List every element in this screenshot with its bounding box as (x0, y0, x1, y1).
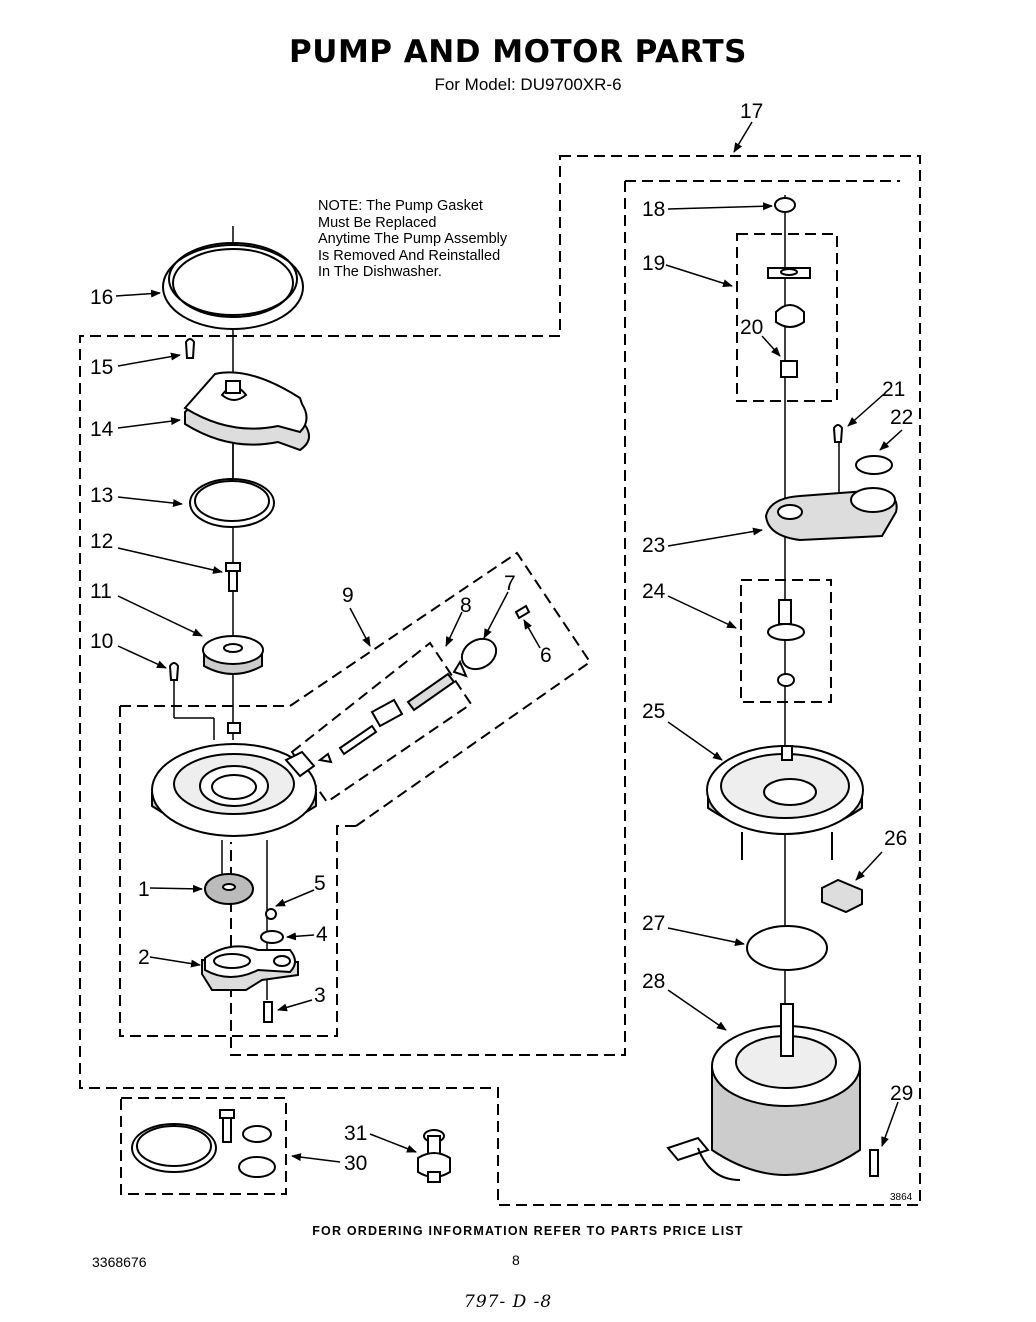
screw-3 (263, 1001, 273, 1023)
callout-24: 24 (642, 580, 666, 603)
note-line: Is Removed And Reinstalled (318, 247, 501, 264)
callout-21: 21 (882, 378, 905, 401)
note-line: Must Be Replaced (318, 214, 437, 231)
washer-18 (774, 197, 796, 213)
screw-21 (832, 424, 844, 443)
callout-23: 23 (642, 534, 665, 557)
ball-5 (265, 908, 277, 920)
shaft-seal-24 (767, 599, 805, 687)
callout-3: 3 (314, 984, 326, 1007)
screw-6 (514, 604, 531, 620)
mounting-plate-23 (764, 487, 898, 542)
note-line: In The Dishwasher. (318, 264, 442, 280)
o-ring-13 (189, 478, 275, 528)
callout-11: 11 (90, 580, 112, 603)
callout-16: 16 (90, 286, 113, 309)
group-19-outline (736, 233, 838, 402)
group-24-outline (740, 579, 832, 703)
motor-base-25 (706, 745, 864, 860)
callout-9: 9 (342, 584, 354, 607)
motor-28 (666, 1003, 861, 1181)
bushing-20 (780, 360, 798, 378)
callout-26: 26 (884, 827, 907, 850)
callout-17: 17 (740, 100, 763, 123)
note-line: NOTE: The Pump Gasket (318, 198, 483, 214)
knob-31 (417, 1129, 451, 1183)
diaphragm-7 (452, 637, 498, 678)
group-9-outline (289, 551, 592, 827)
callout-4: 4 (316, 923, 328, 946)
callout-7: 7 (504, 572, 516, 595)
o-ring-4 (260, 930, 284, 944)
note-line: Anytime The Pump Assembly (318, 231, 508, 247)
callout-19: 19 (642, 252, 665, 275)
pump-gasket-note: NOTE: The Pump Gasket Must Be Replaced A… (318, 198, 558, 281)
filter-screen-1 (204, 873, 254, 905)
pump-assembly-outline (79, 155, 921, 1206)
impeller-screw-12 (225, 562, 241, 592)
screw-29 (869, 1149, 879, 1177)
callout-2: 2 (138, 946, 150, 969)
pump-housing (151, 722, 317, 837)
pump-gasket-16 (162, 242, 304, 330)
callout-15: 15 (90, 356, 113, 379)
callout-22: 22 (890, 406, 913, 429)
callout-20: 20 (740, 316, 763, 339)
grommet-22 (855, 455, 893, 475)
gasket-kit-30 (131, 1109, 276, 1178)
callout-14: 14 (90, 418, 114, 441)
clip-26 (821, 878, 863, 914)
pump-cover-14 (183, 371, 310, 452)
page-number: 8 (512, 1252, 520, 1268)
ordering-information: FOR ORDERING INFORMATION REFER TO PARTS … (312, 1224, 744, 1238)
callout-1: 1 (138, 878, 150, 901)
callout-12: 12 (90, 530, 113, 553)
model-subtitle: For Model: DU9700XR-6 (434, 75, 622, 94)
impeller-11 (202, 635, 264, 675)
valve-assembly-8 (317, 672, 456, 764)
page-title: PUMP AND MOTOR PARTS (289, 34, 747, 70)
callout-8: 8 (460, 594, 472, 617)
callout-29: 29 (890, 1082, 913, 1105)
callout-10: 10 (90, 630, 113, 653)
callout-28: 28 (642, 970, 665, 993)
gasket-kit-outline (120, 1097, 287, 1195)
screw-15 (184, 338, 196, 359)
screw-10 (168, 662, 180, 681)
housing-2 (201, 945, 299, 991)
callout-25: 25 (642, 700, 665, 723)
callout-30: 30 (344, 1152, 367, 1175)
callout-31: 31 (344, 1122, 367, 1145)
callout-18: 18 (642, 198, 665, 221)
callout-27: 27 (642, 912, 665, 935)
callout-6: 6 (540, 644, 552, 667)
disc-27 (746, 925, 828, 971)
handwritten-note: 797- D -8 (464, 1292, 553, 1312)
callout-13: 13 (90, 484, 113, 507)
callout-5: 5 (314, 872, 326, 895)
document-number: 3368676 (92, 1254, 147, 1270)
seal-assembly-19 (767, 267, 811, 328)
figure-code: 3864 (890, 1192, 913, 1203)
